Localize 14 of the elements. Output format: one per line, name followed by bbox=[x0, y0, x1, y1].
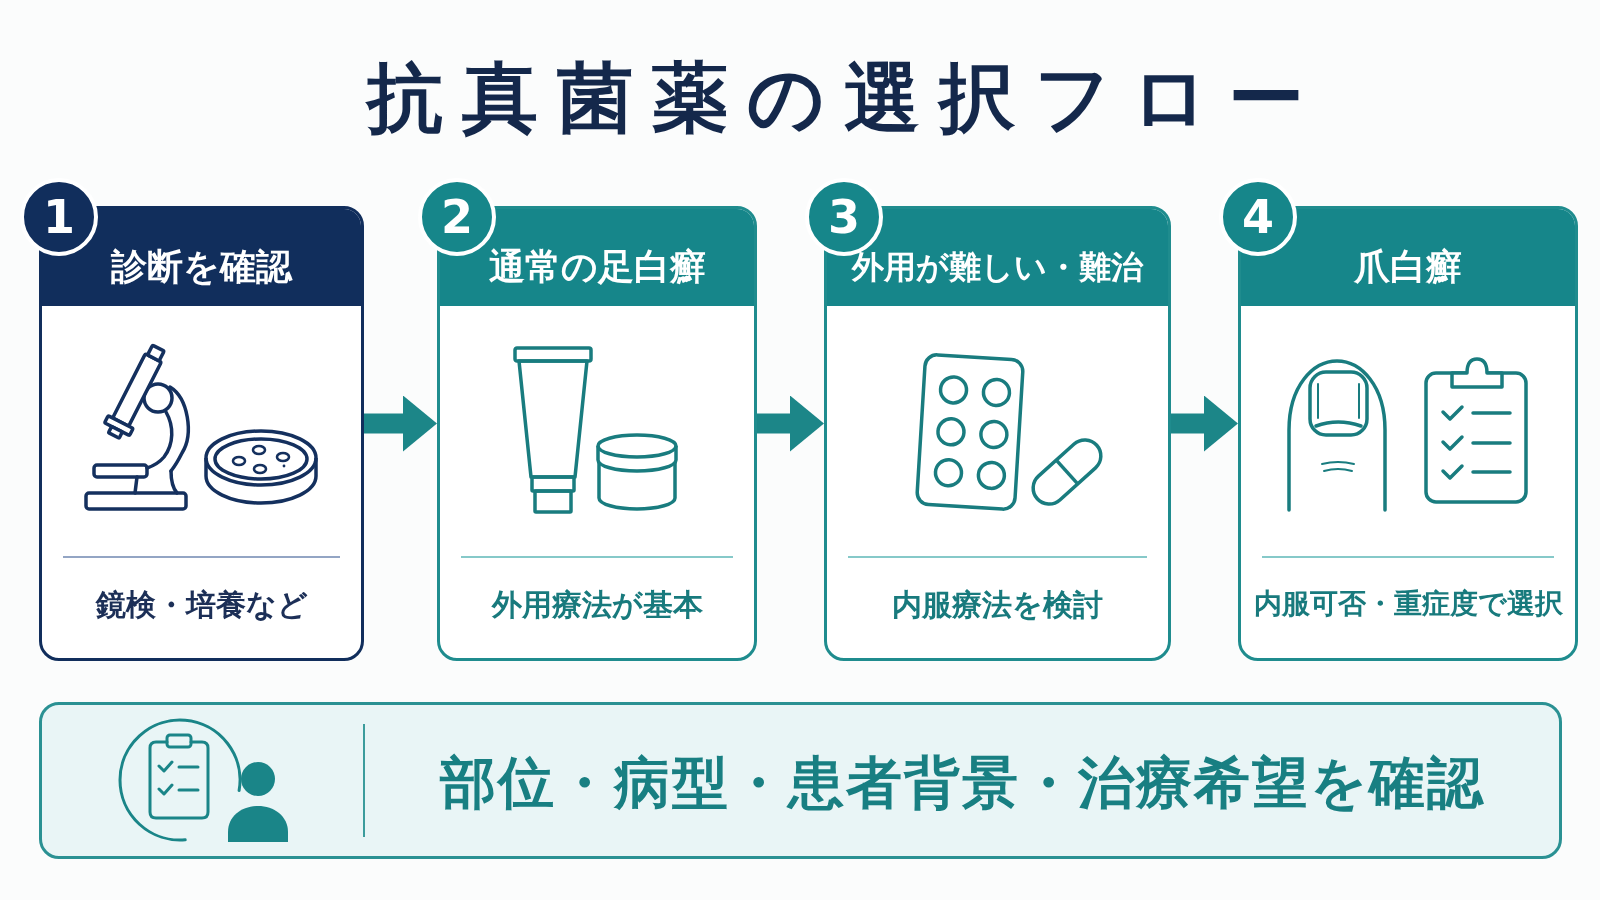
step-description: 外用療法が基本 bbox=[491, 585, 703, 624]
step-number: 1 bbox=[20, 178, 98, 256]
flow-arrow bbox=[757, 395, 824, 452]
step-description: 内服療法を検討 bbox=[892, 585, 1103, 624]
summary-text: 部位・病型・患者背景・治療希望を確認 bbox=[440, 749, 1485, 817]
flow-arrow bbox=[364, 395, 437, 452]
page-title: 抗真菌薬の選択フロー bbox=[367, 52, 1323, 144]
flow-arrow bbox=[1171, 395, 1238, 452]
summary-banner bbox=[39, 702, 1562, 859]
step-description: 鏡検・培養など bbox=[95, 585, 308, 624]
step-description: 内服可否・重症度で選択 bbox=[1253, 585, 1563, 622]
step-title: 診断を確認 bbox=[111, 245, 292, 289]
step-title: 爪白癬 bbox=[1354, 245, 1462, 289]
step-number: 4 bbox=[1219, 178, 1297, 256]
